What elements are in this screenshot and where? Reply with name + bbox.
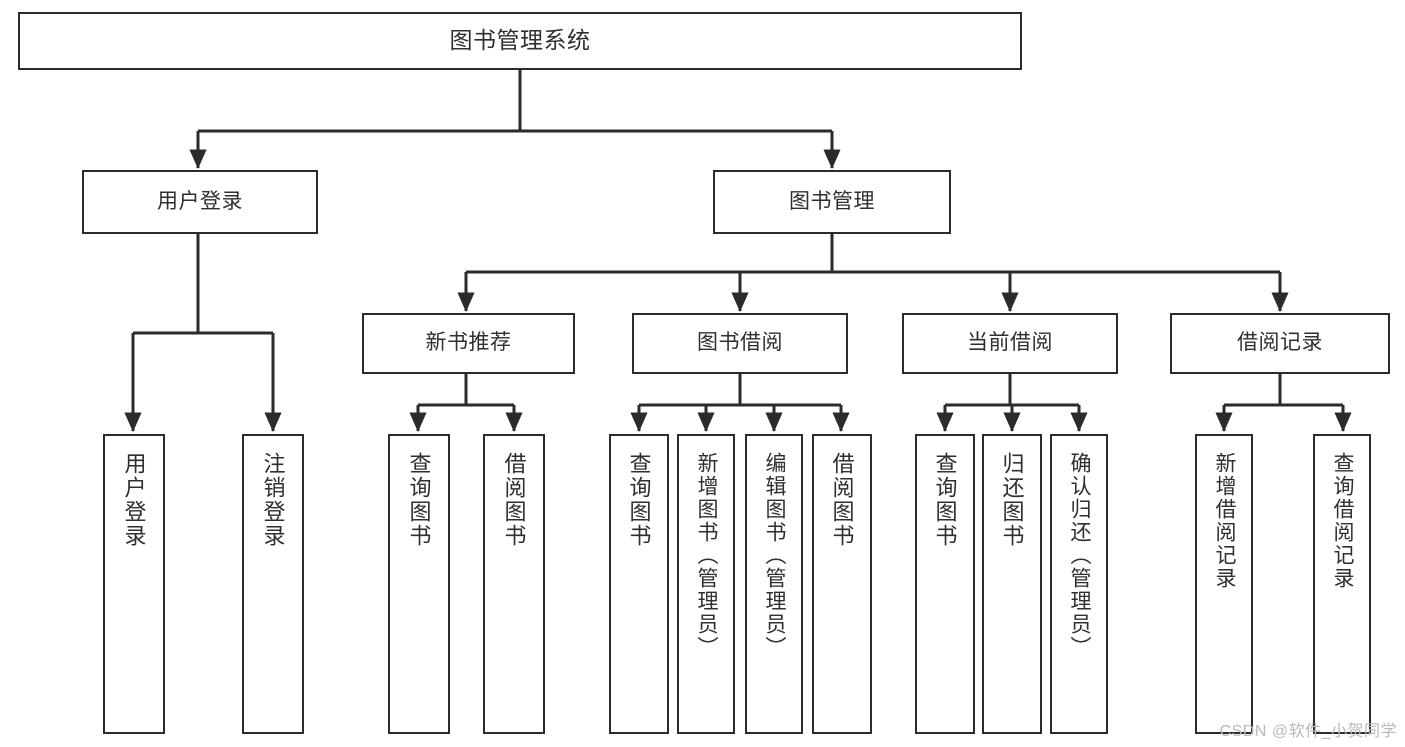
node-leaf-add-record-label: 新增借阅记录 [1213, 452, 1237, 590]
node-leaf-query-book-1[interactable]: 查询图书 [388, 434, 450, 734]
node-leaf-add-book[interactable]: 新增图书（管理员） [677, 434, 735, 734]
node-root-label: 图书管理系统 [449, 27, 591, 54]
node-leaf-add-book-label: 新增图书（管理员） [695, 452, 719, 659]
node-current-borrow-label: 当前借阅 [967, 331, 1053, 355]
node-leaf-borrow-book-1[interactable]: 借阅图书 [483, 434, 545, 734]
node-current-borrow[interactable]: 当前借阅 [902, 313, 1118, 374]
node-leaf-return-book[interactable]: 归还图书 [982, 434, 1042, 734]
node-borrow-record-label: 借阅记录 [1237, 331, 1323, 355]
node-leaf-query-record-label: 查询借阅记录 [1331, 452, 1355, 590]
watermark: CSDN @软件_小贺同学 [1219, 723, 1397, 740]
node-leaf-query-book-2-label: 查询图书 [626, 452, 652, 548]
node-book-borrow[interactable]: 图书借阅 [632, 313, 848, 374]
node-book-borrow-label: 图书借阅 [697, 331, 783, 355]
node-leaf-query-book-3-label: 查询图书 [932, 452, 958, 548]
node-leaf-confirm-return-label: 确认归还（管理员） [1068, 452, 1092, 659]
node-root[interactable]: 图书管理系统 [18, 12, 1022, 70]
node-leaf-borrow-book-1-label: 借阅图书 [501, 452, 527, 548]
node-borrow-record[interactable]: 借阅记录 [1170, 313, 1390, 374]
node-book-manage-label: 图书管理 [789, 189, 875, 213]
node-user-login-label: 用户登录 [157, 189, 243, 213]
node-leaf-edit-book[interactable]: 编辑图书（管理员） [745, 434, 803, 734]
node-leaf-query-record[interactable]: 查询借阅记录 [1313, 434, 1371, 734]
node-leaf-user-login-label: 用户登录 [121, 452, 147, 548]
node-leaf-query-book-2[interactable]: 查询图书 [609, 434, 669, 734]
node-leaf-borrow-book-2[interactable]: 借阅图书 [812, 434, 872, 734]
node-leaf-query-book-1-label: 查询图书 [406, 452, 432, 548]
node-book-manage[interactable]: 图书管理 [713, 170, 951, 234]
node-user-login[interactable]: 用户登录 [82, 170, 318, 234]
node-leaf-user-login[interactable]: 用户登录 [103, 434, 165, 734]
node-leaf-edit-book-label: 编辑图书（管理员） [763, 452, 787, 659]
node-new-book-recommend-label: 新书推荐 [425, 331, 512, 355]
node-leaf-logout-login-label: 注销登录 [260, 452, 286, 548]
node-leaf-confirm-return[interactable]: 确认归还（管理员） [1050, 434, 1108, 734]
node-leaf-logout-login[interactable]: 注销登录 [242, 434, 304, 734]
node-leaf-add-record[interactable]: 新增借阅记录 [1195, 434, 1253, 734]
node-leaf-query-book-3[interactable]: 查询图书 [915, 434, 975, 734]
node-new-book-recommend[interactable]: 新书推荐 [362, 313, 575, 374]
node-leaf-borrow-book-2-label: 借阅图书 [829, 452, 855, 548]
node-leaf-return-book-label: 归还图书 [999, 452, 1025, 548]
